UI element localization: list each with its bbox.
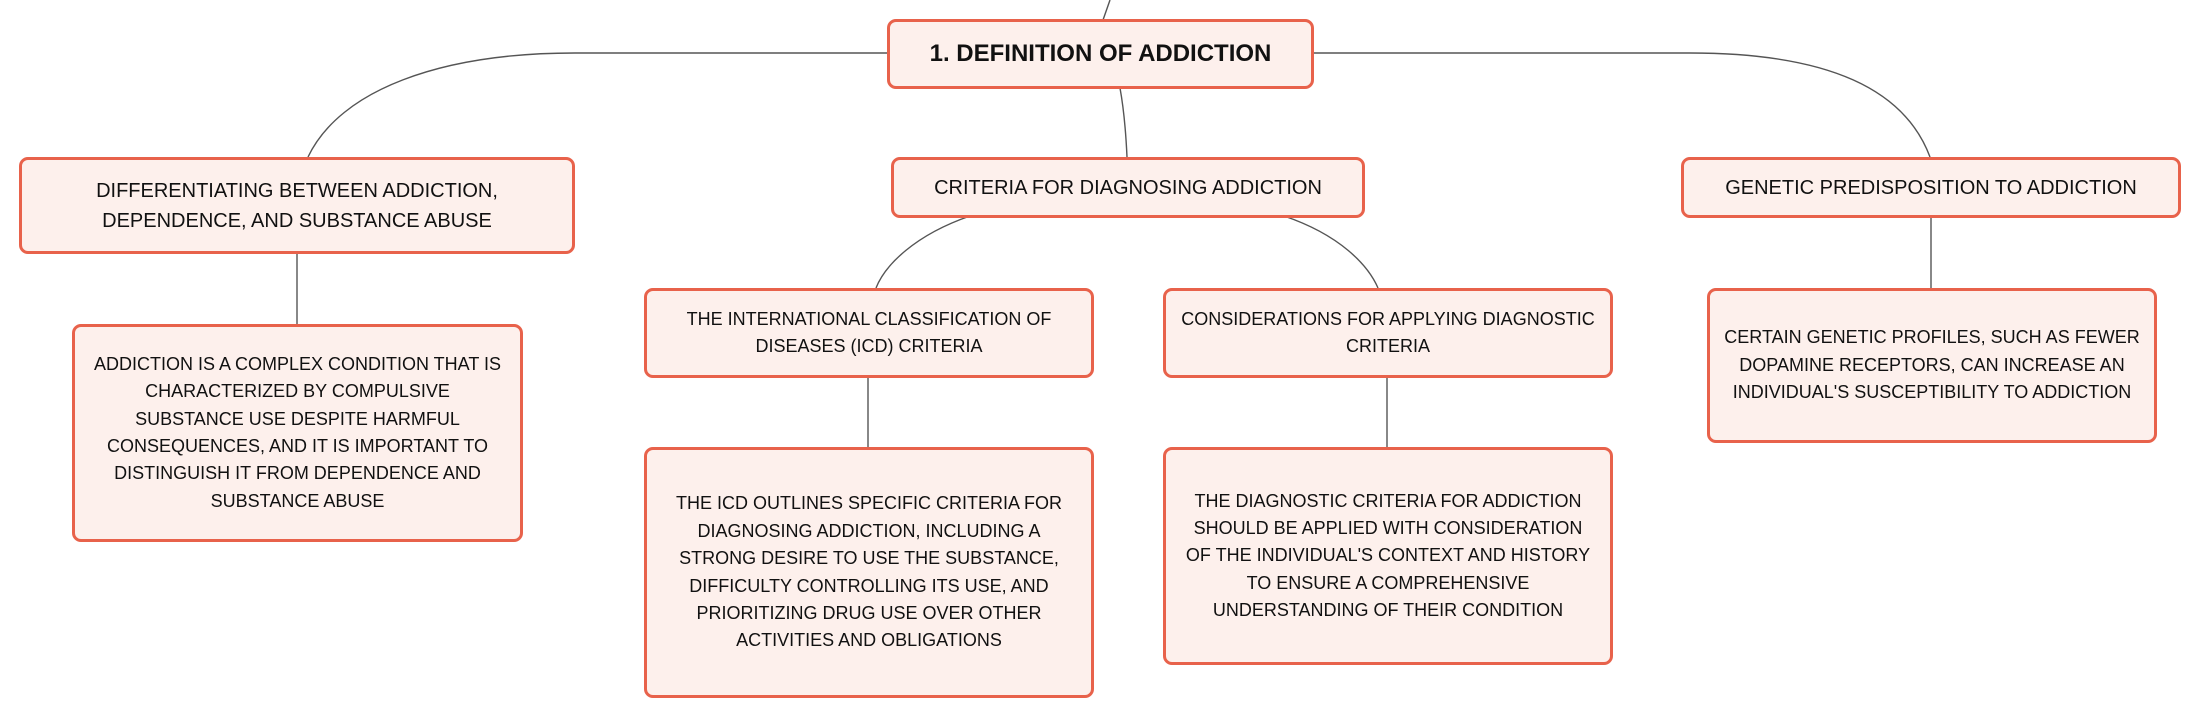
root-node[interactable]: 1. DEFINITION OF ADDICTION <box>887 19 1314 89</box>
connector-root-parent <box>1102 0 1111 21</box>
branch-differentiating[interactable]: DIFFERENTIATING BETWEEN ADDICTION, DEPEN… <box>19 157 575 254</box>
subbranch-icd-criteria[interactable]: THE INTERNATIONAL CLASSIFICATION OF DISE… <box>644 288 1094 378</box>
leaf-icd-criteria[interactable]: THE ICD OUTLINES SPECIFIC CRITERIA FOR D… <box>644 447 1094 698</box>
branch-genetic[interactable]: GENETIC PREDISPOSITION TO ADDICTION <box>1681 157 2181 218</box>
leaf-differentiating[interactable]: ADDICTION IS A COMPLEX CONDITION THAT IS… <box>72 324 523 542</box>
connector-criteria-to-icd <box>875 215 971 289</box>
connector-criteria-to-considerations <box>1283 215 1379 289</box>
leaf-considerations[interactable]: THE DIAGNOSTIC CRITERIA FOR ADDICTION SH… <box>1163 447 1613 665</box>
connector-root-to-genetic <box>1314 52 1931 158</box>
leaf-genetic[interactable]: CERTAIN GENETIC PROFILES, SUCH AS FEWER … <box>1707 288 2157 443</box>
connector-root-to-differentiating <box>307 52 888 158</box>
subbranch-considerations[interactable]: CONSIDERATIONS FOR APPLYING DIAGNOSTIC C… <box>1163 288 1613 378</box>
branch-criteria[interactable]: CRITERIA FOR DIAGNOSING ADDICTION <box>891 157 1365 218</box>
connector-root-to-criteria <box>1119 87 1128 158</box>
